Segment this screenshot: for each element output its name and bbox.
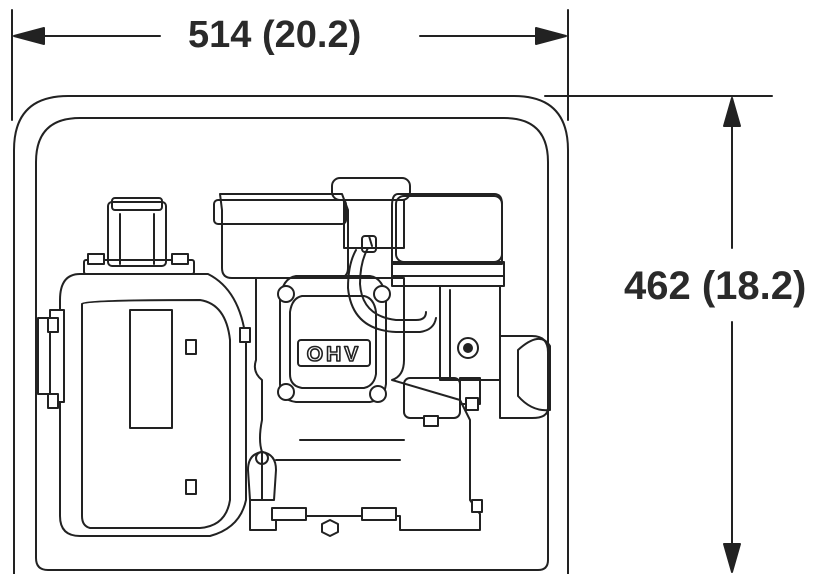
bolt-head-3 [47,317,59,333]
valve-cover-bolt-1 [277,285,295,303]
oil-filler-cap [255,451,269,465]
width-dimension-label: 514 (20.2) [188,14,362,56]
frame-inner [35,117,549,571]
fuel-tank-cap [213,199,347,225]
engine: OHV [213,177,551,537]
choke-knob-center [463,343,473,353]
height-arrow-bottom [723,543,741,573]
fuel-valve-lever [368,235,373,247]
frame-outer [13,95,569,575]
bolt-head-4 [47,393,59,409]
pump-housing [59,273,247,537]
valve-cover-emblem [297,339,371,367]
exhaust-outlet [517,338,551,412]
valve-cover-bolt-2 [373,285,391,303]
width-dimension [11,9,569,121]
bolt-head-1 [87,253,105,265]
bolt-head-2 [171,253,189,265]
carburetor-column [439,285,501,381]
bolt-head-7 [239,327,251,343]
valve-cover-text: OHV [307,343,362,366]
muffler [499,335,549,419]
block-bolt-2 [471,499,483,513]
drain-bolt [423,415,439,427]
height-arrow-top [723,97,741,127]
drain-plug-hex [321,519,339,537]
roll-frame [13,95,569,575]
discharge-port-cap [111,197,163,211]
width-arrow-left [13,27,45,45]
air-cleaner [391,193,503,265]
volute-cover [81,299,231,529]
width-arrow-right [535,27,567,45]
fuel-tank [219,193,349,279]
air-cleaner-base [391,261,505,287]
suction-nameplate [129,309,173,429]
block-bolt [465,397,479,411]
valve-cover-inner [289,295,377,389]
engine-top-shroud [343,199,405,249]
height-dimension [544,95,773,573]
discharge-port [107,201,167,267]
valve-cover-bolt-3 [277,383,295,401]
engine-block [249,277,481,531]
choke-knob [457,337,479,359]
fuel-hose-outer [347,249,437,333]
engine-mount-left [271,507,307,521]
bolt-head-6 [185,479,197,495]
height-dimension-label: 462 (18.2) [624,264,807,308]
valve-cover-bolt-4 [369,385,387,403]
air-cleaner-cover [395,195,503,263]
bolt-head-5 [185,339,197,355]
fuel-hose [359,247,427,321]
pump-body [37,197,251,537]
engine-mount-right [361,507,397,521]
